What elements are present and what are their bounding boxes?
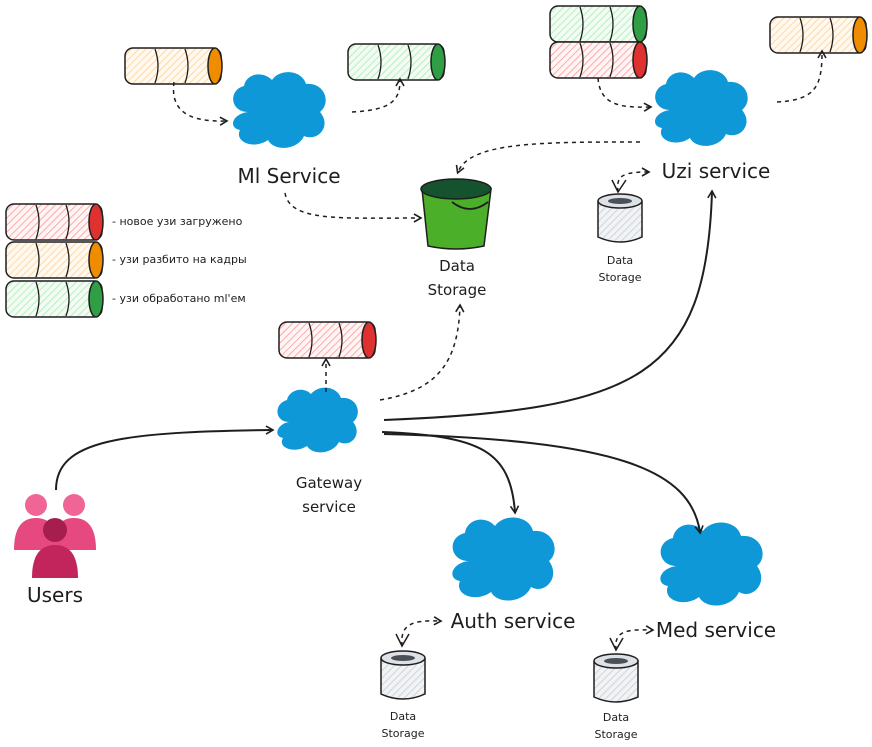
legend-queue-orange bbox=[5, 241, 104, 279]
med-service-cloud bbox=[660, 522, 763, 606]
uzi-db-label-line1: Data bbox=[607, 254, 633, 267]
uzi-service-cloud bbox=[655, 70, 748, 146]
arrow-gateway-to-auth bbox=[381, 431, 520, 515]
legend-queue-green bbox=[5, 280, 104, 318]
arrow-authdb-to-auth bbox=[401, 616, 443, 647]
arrow-users-to-gateway bbox=[55, 425, 275, 491]
gateway-service-label-line1: Gateway bbox=[296, 474, 362, 492]
arrow-ml-to-greenqueue bbox=[351, 77, 405, 113]
med-db-label-line2: Storage bbox=[594, 728, 637, 741]
arrow-uzidb-to-uzi bbox=[616, 167, 651, 193]
arrow-uzi-to-storage bbox=[455, 141, 641, 175]
data-storage-bucket bbox=[420, 178, 492, 250]
connectors bbox=[55, 49, 827, 652]
uzi-db-label-line2: Storage bbox=[598, 271, 641, 284]
auth-database-icon bbox=[380, 650, 426, 700]
users-label: Users bbox=[27, 583, 83, 607]
arrow-mlqueue-to-ml bbox=[172, 81, 229, 126]
med-db-label-line1: Data bbox=[603, 711, 629, 724]
auth-service-cloud bbox=[452, 517, 555, 601]
med-database-icon bbox=[593, 653, 639, 703]
arrow-uzi-to-orangequeue bbox=[776, 49, 827, 103]
uzi-input-queue-red bbox=[549, 41, 648, 79]
arrow-gateway-to-med bbox=[383, 433, 704, 535]
legend-queue-red bbox=[5, 203, 104, 241]
ml-output-queue-green bbox=[347, 43, 446, 81]
arrow-gateway-to-uzi bbox=[383, 189, 717, 421]
uzi-database-icon bbox=[597, 193, 643, 243]
uzi-service-label: Uzi service bbox=[662, 159, 771, 183]
arrow-uziqueues-to-uzi bbox=[597, 77, 653, 112]
uzi-output-queue-orange bbox=[769, 16, 868, 54]
auth-db-label-line1: Data bbox=[390, 710, 416, 723]
gateway-service-cloud bbox=[277, 387, 358, 453]
arrow-meddb-to-med bbox=[615, 625, 655, 651]
med-service-label: Med service bbox=[656, 618, 776, 642]
bucket-label-line1: Data bbox=[439, 257, 475, 275]
uzi-input-queue-green bbox=[549, 5, 648, 43]
legend-label-green: - узи обработано ml'ем bbox=[112, 292, 246, 305]
arrow-gateway-to-storage bbox=[379, 303, 465, 401]
gateway-queue-red bbox=[278, 321, 377, 359]
auth-service-label: Auth service bbox=[451, 609, 576, 633]
users-icon bbox=[14, 494, 96, 578]
ml-input-queue-orange bbox=[124, 47, 223, 85]
bucket-label-line2: Storage bbox=[428, 281, 487, 299]
ml-service-cloud bbox=[233, 72, 326, 148]
auth-db-label-line2: Storage bbox=[381, 727, 424, 740]
legend-label-orange: - узи разбито на кадры bbox=[112, 253, 247, 266]
ml-service-label: Ml Service bbox=[237, 164, 340, 188]
gateway-service-label-line2: service bbox=[302, 498, 356, 516]
legend-label-red: - новое узи загружено bbox=[112, 215, 243, 228]
arrow-ml-to-storage bbox=[284, 192, 423, 223]
